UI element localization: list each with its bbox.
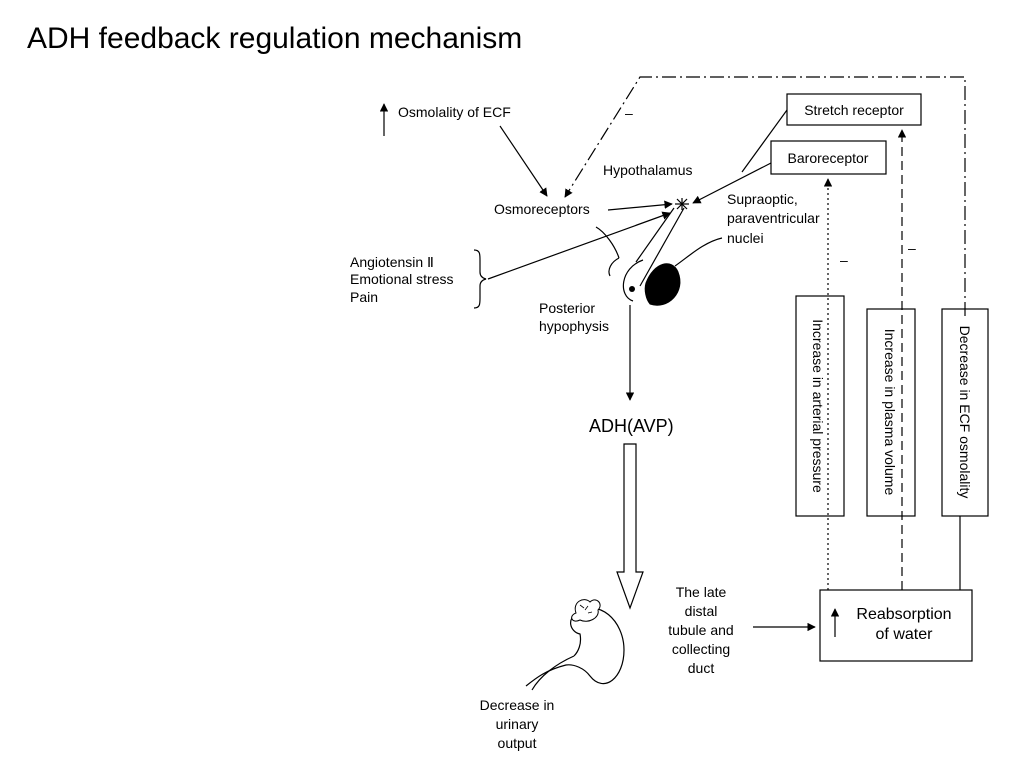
decrease-output-line-2: urinary <box>496 716 539 732</box>
stretch-receptor-label: Stretch receptor <box>804 102 904 118</box>
adh-label: ADH(AVP) <box>589 416 674 436</box>
reabsorption-box <box>819 589 973 662</box>
late-distal-line-5: duct <box>688 660 715 676</box>
slide-title: ADH feedback regulation mechanism <box>27 22 523 55</box>
arterial-pressure-label: Increase in arterial pressure <box>810 319 826 493</box>
supraoptic-label-1: Supraoptic, <box>727 191 798 207</box>
late-distal-line-2: distal <box>685 603 718 619</box>
posterior-label-2: hypophysis <box>539 318 609 334</box>
late-distal-line-4: collecting <box>672 641 730 657</box>
stimulus-emotional-stress: Emotional stress <box>350 271 453 287</box>
hollow-down-arrow <box>616 443 644 610</box>
stimulus-pain: Pain <box>350 289 378 305</box>
supraoptic-label-3: nuclei <box>727 230 764 246</box>
stimulus-angiotensin: Angiotensin Ⅱ <box>350 254 434 270</box>
minus-sign-plasma: – <box>908 240 916 256</box>
pituitary-icon <box>595 198 723 306</box>
osmolality-arrow <box>499 125 548 197</box>
stimuli-arrow <box>487 211 671 280</box>
osmoreceptors-arrow <box>607 200 673 211</box>
stimuli-brace <box>473 249 487 309</box>
late-distal-line-1: The late <box>676 584 727 600</box>
baroreceptor-box <box>770 140 887 175</box>
plasma-volume-label: Increase in plasma volume <box>882 329 898 496</box>
reabsorption-line-2: of water <box>876 626 934 643</box>
baroreceptor-label: Baroreceptor <box>788 150 869 166</box>
stretch-receptor-link <box>741 109 788 173</box>
late-distal-line-3: tubule and <box>668 622 733 638</box>
minus-sign-arterial: – <box>840 252 848 268</box>
hypothalamus-label: Hypothalamus <box>603 162 693 178</box>
ecf-osmolality-feedback-line <box>564 76 966 316</box>
supraoptic-label-2: paraventricular <box>727 210 820 226</box>
osmolality-label: Osmolality of ECF <box>398 104 511 120</box>
plasma-volume-box <box>866 308 916 517</box>
decrease-output-line-1: Decrease in <box>480 697 555 713</box>
posterior-label-1: Posterior <box>539 300 595 316</box>
minus-sign-top: – <box>625 105 633 121</box>
decrease-output-line-3: output <box>498 735 537 751</box>
osmoreceptors-label: Osmoreceptors <box>494 201 590 217</box>
ecf-osmolality-label: Decrease in ECF osmolality <box>957 326 973 499</box>
reabsorption-line-1: Reabsorption <box>856 606 951 623</box>
ecf-osmolality-box <box>941 308 989 517</box>
baroreceptor-arrow <box>692 162 772 204</box>
arterial-pressure-box <box>795 295 845 517</box>
stretch-receptor-box <box>786 93 922 126</box>
kidney-icon <box>525 599 625 691</box>
